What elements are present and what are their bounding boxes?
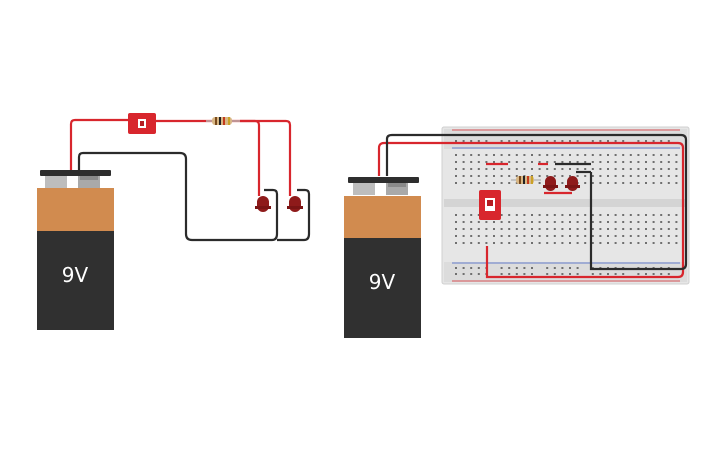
resistor-icon[interactable] xyxy=(206,117,240,125)
left-circuit xyxy=(37,113,311,330)
rail-lines xyxy=(452,129,680,282)
battery-9v-icon[interactable] xyxy=(344,177,421,338)
wire-negative-left[interactable] xyxy=(77,151,279,242)
led-icon[interactable] xyxy=(543,176,558,191)
wire-positive-right[interactable] xyxy=(377,141,685,279)
wire-resistor-to-led1[interactable] xyxy=(232,119,261,196)
slide-switch-icon[interactable] xyxy=(479,190,501,220)
resistor-icon[interactable] xyxy=(511,176,541,184)
led-icon[interactable] xyxy=(565,176,580,191)
slide-switch-icon[interactable] xyxy=(128,113,156,134)
wire-positive-left[interactable] xyxy=(69,118,128,170)
wire-negative-led2[interactable] xyxy=(277,188,311,242)
battery-9v-icon[interactable] xyxy=(37,170,114,330)
right-circuit xyxy=(344,126,690,338)
led-icon[interactable] xyxy=(255,196,271,212)
led-icon[interactable] xyxy=(287,196,303,212)
wire-negative-right[interactable] xyxy=(385,133,688,271)
battery-label-right: 9V xyxy=(369,270,396,294)
battery-label-left: 9V xyxy=(62,263,89,287)
wire-resistor-to-led2[interactable] xyxy=(240,119,292,196)
